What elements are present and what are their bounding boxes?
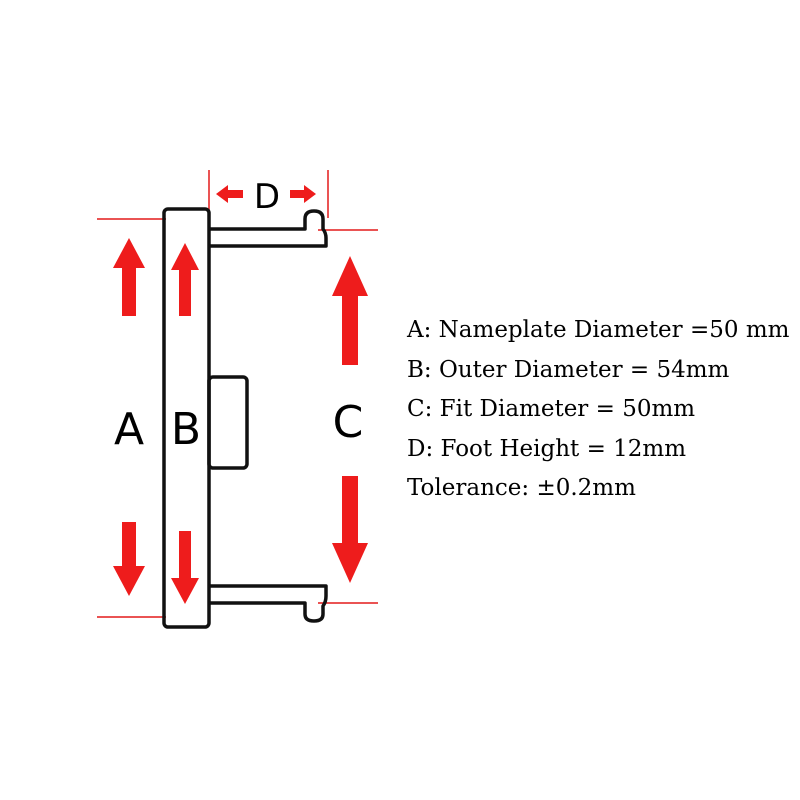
center-boss — [207, 375, 249, 470]
spec-tolerance: Tolerance: ±0.2mm — [407, 475, 636, 501]
arrow-b-up — [171, 243, 199, 316]
label-c: C — [333, 397, 364, 448]
specification-list: A: Nameplate Diameter =50 mm B: Outer Di… — [407, 311, 789, 509]
arrow-d-left — [216, 185, 243, 203]
arrow-a-up — [113, 238, 145, 316]
arrow-d-right — [290, 185, 316, 203]
extension-lines — [97, 170, 378, 618]
dimension-arrows — [113, 185, 368, 604]
label-b: B — [171, 404, 201, 455]
arrow-a-down — [113, 522, 145, 596]
cap-outline — [162, 207, 328, 629]
label-a: A — [114, 404, 144, 455]
spec-foot-height: D: Foot Height = 12mm — [407, 435, 687, 462]
label-d: D — [254, 177, 280, 217]
arrow-b-down — [171, 531, 199, 604]
spec-nameplate-diameter: A: Nameplate Diameter =50 mm — [407, 317, 790, 343]
top-clip-foot — [209, 209, 328, 248]
arrow-c-up — [332, 256, 368, 365]
spec-outer-diameter: B: Outer Diameter = 54mm — [407, 356, 730, 383]
arrow-c-down — [332, 476, 368, 583]
bottom-clip-foot — [209, 584, 328, 623]
spec-fit-diameter: C: Fit Diameter = 50mm — [407, 396, 696, 422]
